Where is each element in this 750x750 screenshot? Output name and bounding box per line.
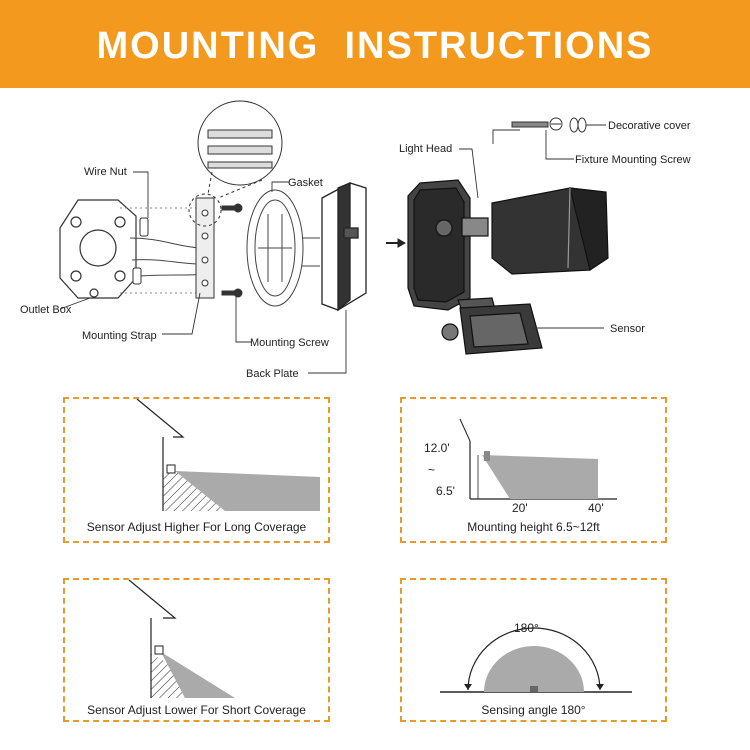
label-back-plate: Back Plate — [246, 368, 299, 380]
caption-sensing-angle: Sensing angle 180° — [481, 703, 586, 717]
label-x-far: 40' — [588, 501, 604, 515]
mounting-screws-drawing — [221, 203, 243, 298]
label-y-top: 12.0' — [424, 441, 450, 455]
caption-higher: Sensor Adjust Higher For Long Coverage — [86, 520, 307, 534]
outlet-box-drawing — [59, 199, 137, 299]
mounting-height-drawing: 12.0' ~ 6.5' 20' 40' — [424, 418, 617, 515]
panel-mounting-height: 12.0' ~ 6.5' 20' 40' Mounting height 6.5… — [400, 397, 667, 543]
sensing-angle-drawing: 180° — [440, 621, 632, 693]
label-mounting-strap: Mounting Strap — [82, 330, 157, 342]
assembly-arrow — [386, 238, 407, 248]
wire-nut-drawing — [132, 217, 149, 285]
sensor-higher-drawing — [136, 399, 320, 511]
label-sensor: Sensor — [610, 323, 645, 335]
label-light-head: Light Head — [399, 143, 452, 155]
panel-sensor-higher: Sensor Adjust Higher For Long Coverage — [63, 397, 330, 543]
label-x-near: 20' — [512, 501, 528, 515]
light-fixture-drawing — [407, 179, 609, 355]
mounting-strap-drawing — [195, 197, 215, 299]
guide-lines — [120, 207, 200, 294]
panel-sensing-angle: 180° Sensing angle 180° — [400, 578, 667, 722]
label-y-bottom: 6.5' — [436, 484, 455, 498]
panel-sensor-lower: Sensor Adjust Lower For Short Coverage — [63, 578, 330, 722]
label-fixture-mounting-screw: Fixture Mounting Screw — [575, 154, 691, 166]
label-y-mid: ~ — [428, 463, 435, 477]
gasket-drawing — [246, 189, 304, 307]
header-banner: MOUNTING INSTRUCTIONS — [0, 0, 750, 88]
sensor-lower-drawing — [128, 580, 235, 698]
label-wire-nut: Wire Nut — [84, 166, 127, 178]
label-mounting-screw: Mounting Screw — [250, 337, 329, 349]
mounting-diagram: Wire Nut Outlet Box Mounting Strap Gaske… — [20, 100, 691, 380]
caption-mounting-height: Mounting height 6.5~12ft — [467, 520, 600, 534]
label-angle: 180° — [514, 621, 539, 635]
caption-lower: Sensor Adjust Lower For Short Coverage — [87, 703, 306, 717]
detail-zoom-circle — [188, 100, 283, 227]
page-title: MOUNTING INSTRUCTIONS — [96, 25, 654, 67]
back-plate-drawing — [321, 182, 367, 312]
label-decorative-cover: Decorative cover — [608, 120, 691, 132]
fixture-screw-drawing — [511, 117, 587, 133]
label-outlet-box: Outlet Box — [20, 304, 72, 316]
leader-lines — [59, 124, 606, 374]
label-gasket: Gasket — [288, 177, 323, 189]
